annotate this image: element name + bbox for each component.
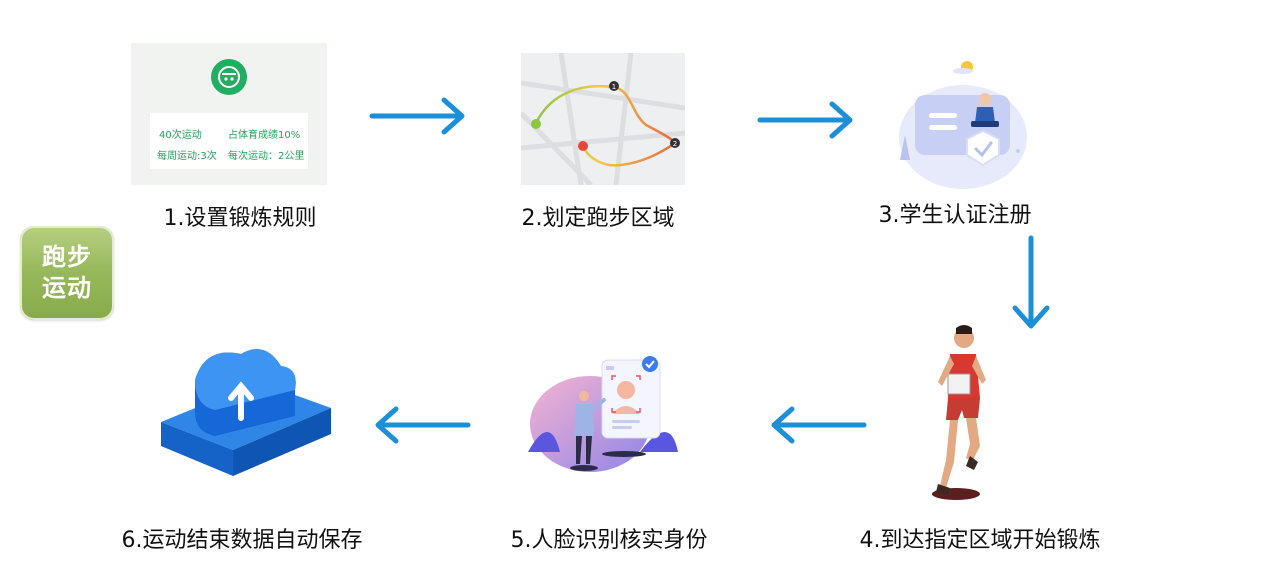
step-3-label: 3.学生认证注册	[878, 203, 1032, 228]
step-5-label: 5.人脸识别核实身份	[510, 528, 708, 553]
green-logo-icon	[211, 59, 247, 95]
arrow-left-icon	[771, 406, 867, 444]
step-4-label: 4.到达指定区域开始锻炼	[859, 528, 1101, 553]
arrow-down-icon	[1012, 235, 1050, 329]
face-recognition-icon	[528, 356, 678, 472]
rule-session-distance: 每次运动：2公里	[228, 151, 305, 162]
arrow-right-icon	[757, 101, 853, 139]
running-exercise-badge: 跑步 运动	[20, 226, 114, 320]
student-registration-icon	[899, 61, 1027, 189]
step-6-label: 6.运动结束数据自动保存	[121, 528, 363, 553]
runner-icon	[932, 325, 986, 500]
cloud-upload-icon	[161, 349, 331, 476]
map-marker-2: 2	[673, 140, 677, 148]
map-marker-1: 1	[612, 83, 616, 91]
step-2-label: 2.划定跑步区域	[521, 206, 675, 231]
rules-card	[150, 113, 308, 169]
arrow-left-icon	[375, 406, 471, 444]
running-area-map: 1 2	[519, 52, 686, 187]
arrow-right-icon	[369, 97, 465, 135]
badge-line-1: 跑步	[42, 243, 92, 271]
rule-weekly-sessions: 每周运动:3次	[157, 151, 217, 162]
rule-total-sessions: 40次运动	[159, 130, 202, 141]
step-1-label: 1.设置锻炼规则	[163, 206, 317, 231]
badge-line-2: 运动	[42, 274, 92, 302]
rule-grade-weight: 占体育成绩10%	[228, 130, 301, 141]
